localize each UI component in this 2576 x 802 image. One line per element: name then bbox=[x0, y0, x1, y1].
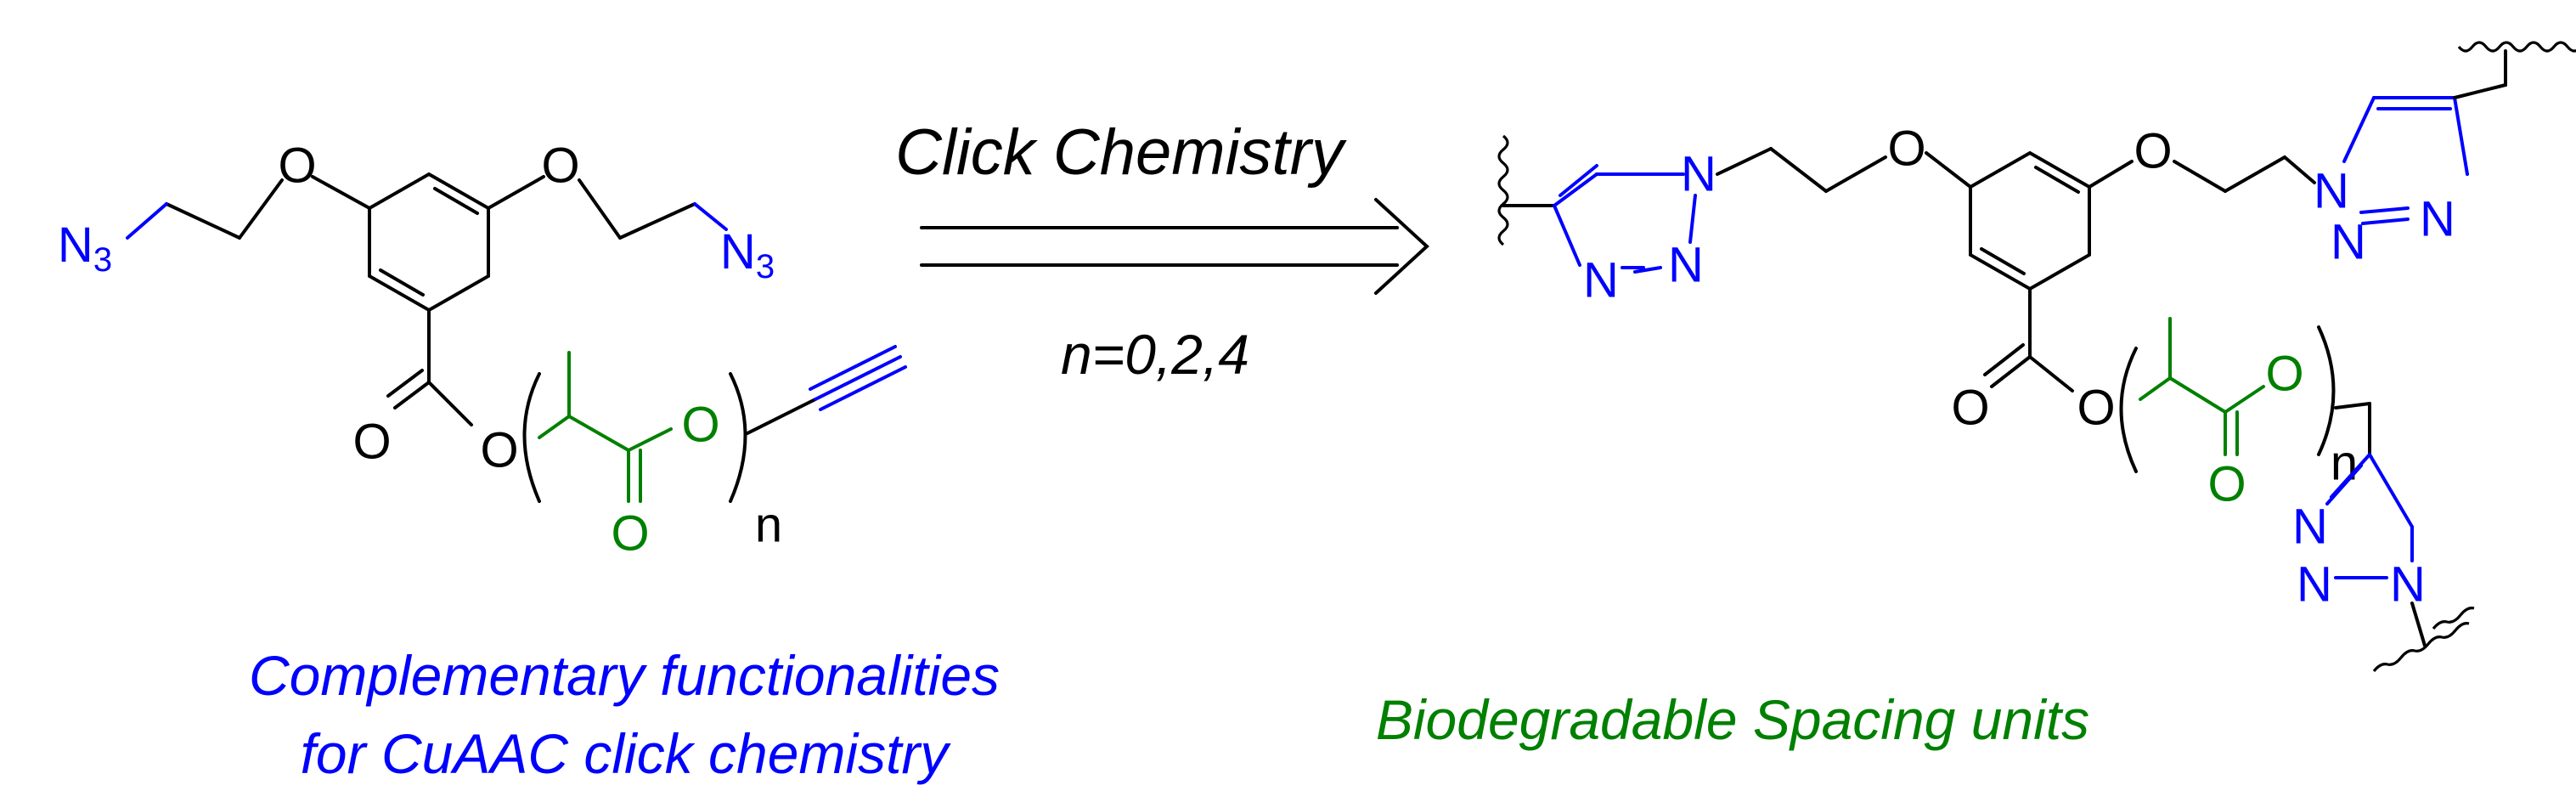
right-caption: Biodegradable Spacing units bbox=[1376, 688, 2089, 751]
left-triazole-n3: N bbox=[1583, 253, 1619, 308]
right-azide-n: N bbox=[720, 224, 756, 280]
right-ether-oxygen: O bbox=[541, 138, 579, 194]
left-polymer-wavy-bond bbox=[1497, 134, 1509, 246]
polymer-product: N N N O O N N N bbox=[1497, 41, 2576, 673]
product-benzene-ring bbox=[1969, 150, 2091, 291]
lactide-carbonyl-oxygen: O bbox=[611, 506, 649, 562]
left-benzene-ring bbox=[368, 172, 490, 313]
left-azide-n: N bbox=[58, 217, 93, 273]
product-right-ether-oxygen: O bbox=[2134, 124, 2172, 179]
product-carbonyl-oxygen: O bbox=[1951, 381, 1989, 436]
starting-monomer: O N3 O N3 O O O O n bbox=[58, 138, 907, 562]
bottom-polymer-wavy-bond bbox=[2372, 622, 2470, 673]
reaction-condition-top: Click Chemistry bbox=[895, 116, 1347, 189]
right-polymer-wavy-bond bbox=[2457, 41, 2576, 53]
left-azide-subscript: 3 bbox=[93, 241, 112, 279]
product-lactide-carbonyl-oxygen: O bbox=[2207, 457, 2246, 512]
left-triazole-ring bbox=[1553, 164, 1697, 269]
bottom-triazole-ring bbox=[2325, 453, 2414, 579]
reaction-condition-bottom: n=0,2,4 bbox=[1061, 323, 1249, 386]
product-left-ether-oxygen: O bbox=[1887, 121, 1925, 177]
right-azide-label: N3 bbox=[720, 224, 775, 286]
left-caption-line1: Complementary functionalities bbox=[249, 644, 1000, 707]
product-lactide-ester-oxygen: O bbox=[2265, 347, 2303, 402]
right-triazole-n2: N bbox=[2331, 215, 2366, 270]
product-ester-oxygen: O bbox=[2077, 381, 2115, 436]
left-triazole-n2: N bbox=[1668, 238, 1704, 293]
bottom-triazole-n3: N bbox=[2390, 557, 2426, 613]
right-triazole-ring bbox=[2342, 96, 2469, 225]
reaction-arrow: Click Chemistry n=0,2,4 bbox=[895, 116, 1429, 386]
left-ether-oxygen: O bbox=[278, 138, 316, 194]
lactide-ester-oxygen: O bbox=[681, 398, 719, 453]
ester-oxygen: O bbox=[480, 423, 518, 478]
bottom-polymer-wavy-bond-2 bbox=[2432, 607, 2475, 630]
right-triazole-n1: N bbox=[2314, 164, 2349, 219]
carbonyl-oxygen: O bbox=[352, 415, 391, 470]
bottom-triazole-n1: N bbox=[2292, 500, 2328, 555]
left-azide-label: N3 bbox=[58, 217, 112, 280]
right-triazole-n3: N bbox=[2420, 192, 2455, 247]
left-triazole-n1: N bbox=[1681, 147, 1716, 202]
left-caption-line2: for CuAAC click chemistry bbox=[301, 722, 952, 785]
left-repeat-n: n bbox=[755, 498, 782, 553]
right-azide-subscript: 3 bbox=[756, 248, 775, 285]
bottom-triazole-n2: N bbox=[2297, 557, 2332, 613]
